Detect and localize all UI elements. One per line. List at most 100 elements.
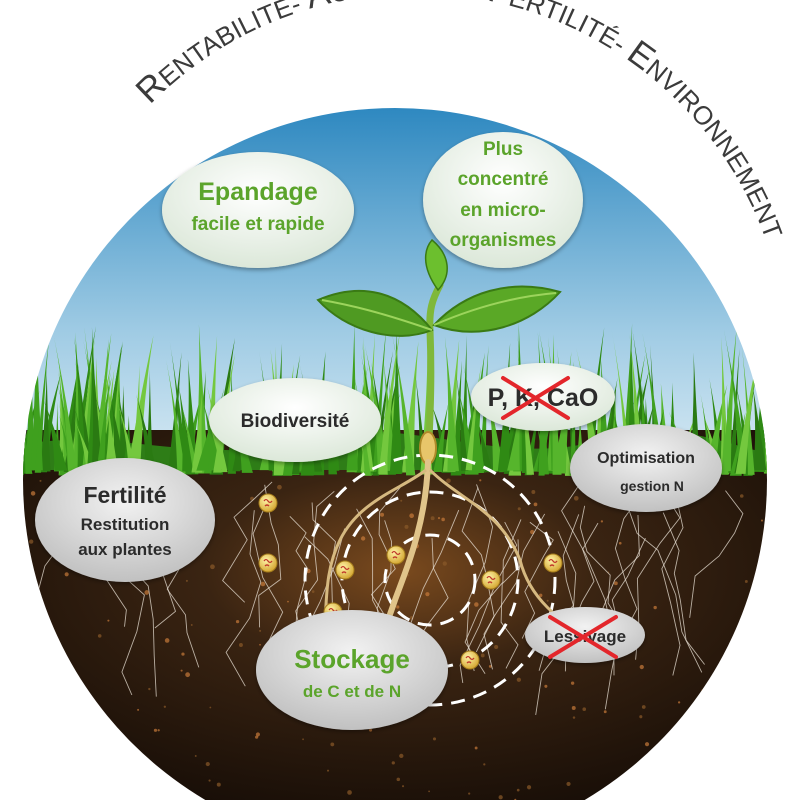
soil-speck xyxy=(399,753,404,759)
soil-speck xyxy=(739,494,744,498)
grass-blade xyxy=(43,398,68,471)
soil-speck xyxy=(766,749,767,752)
grass-blade xyxy=(391,328,416,476)
grass-blade xyxy=(100,341,123,472)
microorganism-mark xyxy=(548,558,558,567)
fine-root xyxy=(661,498,684,676)
soil-speck xyxy=(789,482,791,484)
grass-blade xyxy=(34,339,49,473)
soil-speck xyxy=(644,742,650,747)
soil-speck xyxy=(600,520,604,523)
microorganism-mark xyxy=(263,498,273,507)
fine-root xyxy=(225,510,262,687)
soil-speck xyxy=(107,619,110,622)
soil-speck xyxy=(526,785,532,790)
grass-blade xyxy=(394,394,402,475)
soil-speck xyxy=(238,643,243,647)
grass-blade xyxy=(778,416,799,473)
soil-speck xyxy=(148,687,151,691)
dashed-ring-inner xyxy=(383,533,477,627)
grass-blade xyxy=(772,420,789,475)
soil-speck xyxy=(185,579,188,582)
soil-speck xyxy=(428,790,431,793)
soil-speck xyxy=(327,769,330,772)
grass-blade xyxy=(455,368,469,471)
soil-speck xyxy=(391,761,395,765)
microorganism xyxy=(460,650,480,670)
concentre-line-1: Plus xyxy=(483,139,523,160)
soil-speck xyxy=(210,564,215,570)
grass-blade xyxy=(2,377,16,475)
fine-root xyxy=(521,521,554,639)
soil-speck xyxy=(164,638,170,643)
grass-blade xyxy=(401,341,419,473)
soil-speck xyxy=(613,581,618,586)
soil-speck xyxy=(544,684,548,688)
soil-speck xyxy=(479,479,482,482)
soil-speck xyxy=(409,513,414,519)
soil-speck xyxy=(8,731,10,733)
soil-speck xyxy=(603,710,607,714)
grass-blade xyxy=(180,401,199,471)
soil-speck xyxy=(287,600,289,603)
bubble-epandage xyxy=(162,152,354,268)
arc-word-4-rest: NVIRONNEMENT xyxy=(640,53,788,243)
soil-speck xyxy=(235,619,240,624)
soil-speck xyxy=(488,664,492,668)
soil-speck xyxy=(144,590,150,595)
leaf-left-vein xyxy=(321,299,433,331)
soil-speck xyxy=(194,755,197,757)
grass-blade xyxy=(40,369,51,472)
grass-blade xyxy=(433,402,449,472)
microorganism xyxy=(258,493,278,513)
grass-blade xyxy=(127,335,154,471)
soil-speck xyxy=(480,653,485,658)
fine-root xyxy=(500,539,520,669)
leaf-right xyxy=(432,285,562,333)
soil-speck xyxy=(277,484,282,490)
fertilite-line-3: aux plantes xyxy=(78,540,172,559)
grass-blade xyxy=(450,360,462,472)
microorganism-mark xyxy=(486,575,496,584)
lessivage-cross-line-2 xyxy=(548,615,618,659)
arc-word-1-rest: ENTABILITÉ xyxy=(153,0,297,92)
soil-speck xyxy=(756,731,760,735)
grass-blade xyxy=(372,326,387,472)
soil-speck xyxy=(86,775,90,779)
grass-blade xyxy=(53,335,77,471)
soil-speck xyxy=(701,688,706,694)
grass-blade xyxy=(9,403,23,472)
soil-speck xyxy=(260,581,266,587)
soil-speck xyxy=(786,612,790,616)
soil-speck xyxy=(64,572,69,577)
epandage-title: Epandage xyxy=(198,178,318,206)
microorganism xyxy=(258,553,278,573)
soil-speck xyxy=(13,502,15,504)
soil-speck xyxy=(259,643,261,646)
bubble-concentre-shape xyxy=(423,132,583,268)
grass-blade xyxy=(204,335,218,471)
stockage-line-2: de C et de N xyxy=(303,682,401,701)
soil-speck xyxy=(538,593,543,598)
soil-speck xyxy=(571,706,576,710)
soil-speck xyxy=(709,714,713,718)
soil-speck xyxy=(566,781,571,787)
soil-speck xyxy=(97,634,102,638)
fertilite-line-2: Restitution xyxy=(81,515,170,534)
soil-speck xyxy=(446,478,451,484)
soil-speck xyxy=(9,761,12,764)
fine-root xyxy=(483,513,546,670)
soil-speck xyxy=(311,590,315,593)
soil-speck xyxy=(494,644,499,650)
microorganism-mark xyxy=(340,565,350,574)
soil-speck xyxy=(82,788,87,793)
soil-speck xyxy=(468,792,471,795)
microorganism-mark xyxy=(263,558,273,567)
soil-speck xyxy=(573,495,579,501)
bubble-optimisation-shape xyxy=(570,424,722,512)
biodiversite-label: Biodiversité xyxy=(241,411,350,432)
fine-root xyxy=(258,484,282,628)
grass-blade xyxy=(95,372,111,476)
grass-blade xyxy=(497,342,511,472)
bubble-optimisation xyxy=(570,424,722,512)
